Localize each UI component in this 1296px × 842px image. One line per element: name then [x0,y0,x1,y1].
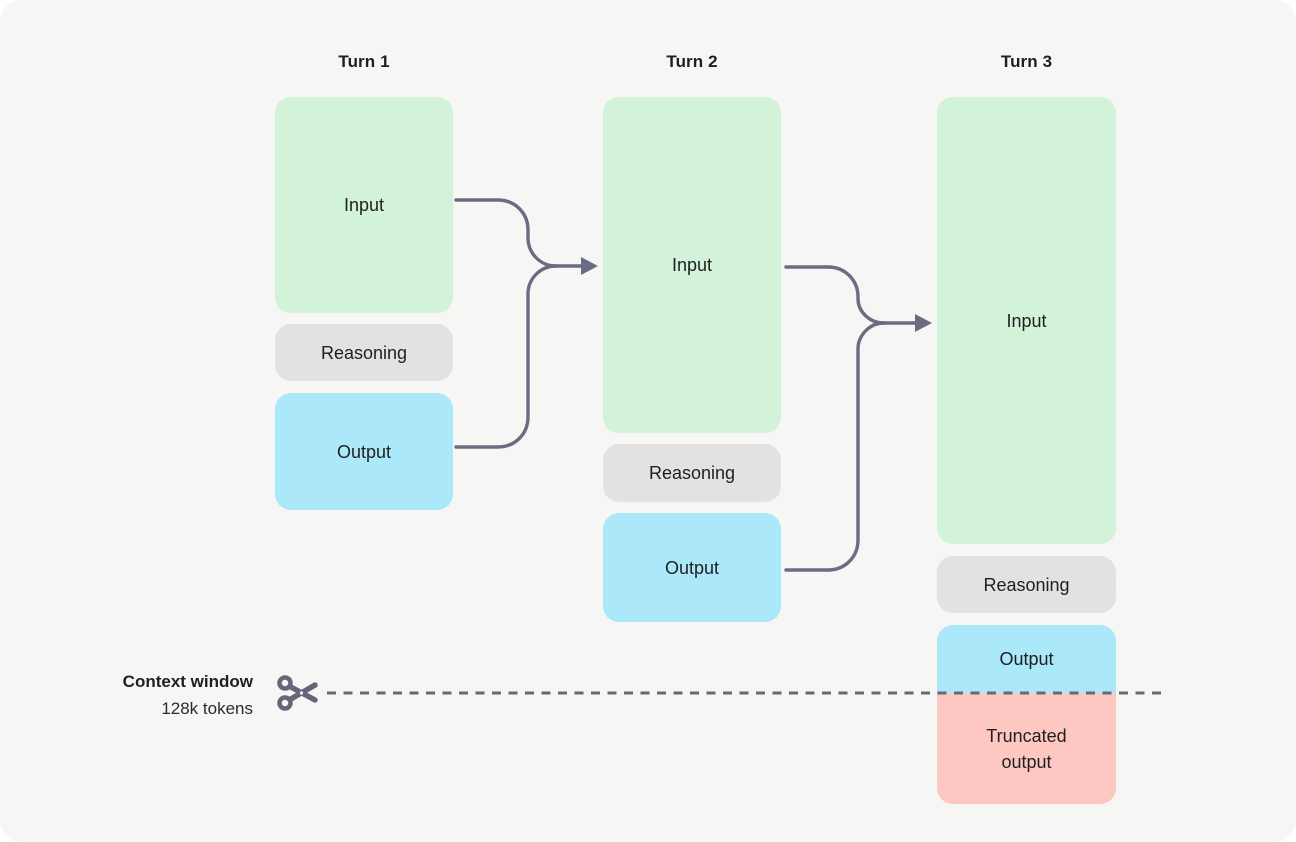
turn-3-output-box: Output [937,625,1116,693]
context-window-title: Context window [122,672,253,691]
scissors-pivot [299,691,304,695]
turn-1-input-box: Input [275,97,453,313]
scissors-icon [277,675,318,711]
turn-1-reasoning-box: Reasoning [275,324,453,381]
turn-2-input-label: Input [671,255,713,275]
turn-2-input-box: Input [603,97,781,433]
turn-3-reasoning-label: Reasoning [983,574,1070,595]
turn-2-output-box: Output [603,513,781,622]
turn-2-reasoning-label: Reasoning [648,463,736,483]
context-window-subtitle: 128k tokens [161,699,253,718]
turn-3-title: Turn 3 [1000,52,1053,71]
turn-2-title: Turn 2 [666,52,718,71]
turn-3-output-label: Output [999,649,1054,669]
turn-1-output-box: Output [275,393,453,510]
turn-1-input-label: Input [343,195,385,215]
turn-3-reasoning-box: Reasoning [937,556,1116,613]
turn-3-input-label: Input [1006,310,1047,331]
turn-2-output-label: Output [664,557,720,578]
context-window-label: Context window 128k tokens [80,668,253,722]
turn-1-reasoning-label: Reasoning [320,342,408,363]
turn-3-input-box: Input [937,97,1116,544]
arrowhead-turn2 [581,257,598,275]
turn-3-truncated-output-label: Truncated output [986,725,1067,772]
turn-2-reasoning-box: Reasoning [603,444,781,502]
turn-1-output-label: Output [336,441,392,462]
turn-1-title: Turn 1 [338,52,390,71]
merge-arrow-turn2-to-turn3 [784,265,917,572]
turn-3-truncated-output-box: Truncated output [937,693,1116,804]
merge-arrow-turn1-to-turn2 [454,198,583,449]
arrowhead-turn3 [915,314,932,332]
